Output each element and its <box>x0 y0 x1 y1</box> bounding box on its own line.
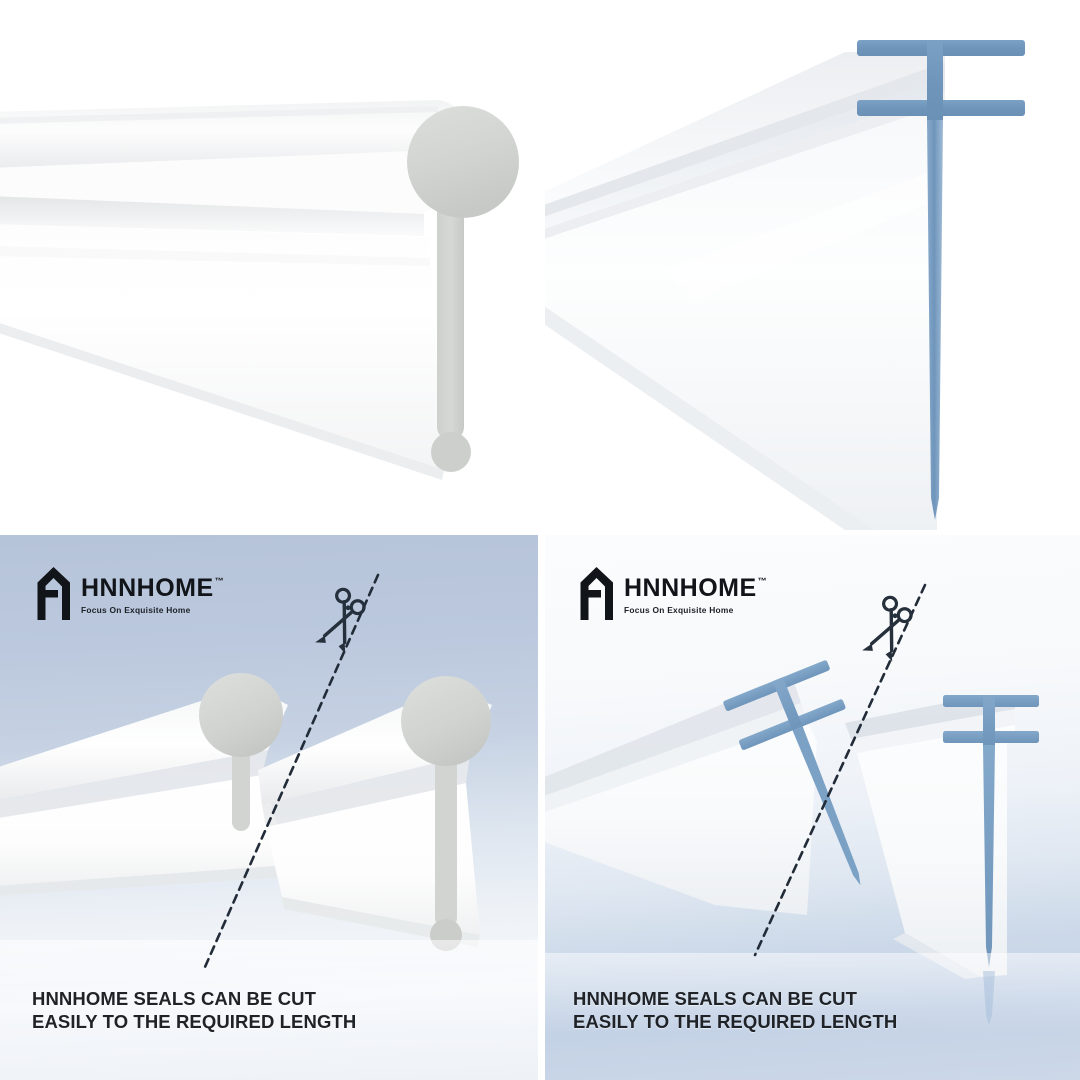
left-fin-profile <box>723 660 861 886</box>
bulb-seal-illustration <box>0 100 519 480</box>
seal-upper-strip <box>545 52 945 205</box>
fin-piece-right <box>845 695 1039 979</box>
house-arch-logo-icon <box>580 567 613 620</box>
caption-bottom-right: HNNHOME SEALS CAN BE CUT EASILY TO THE R… <box>573 988 898 1032</box>
panel-top-right-fin-seal <box>545 0 1080 530</box>
right-piece-stem <box>435 717 457 929</box>
right-piece-blade <box>266 783 480 935</box>
seal-bulb-small <box>431 432 471 472</box>
right-fin-strip-lower <box>851 709 1015 753</box>
brand-tagline: Focus On Exquisite Home <box>81 605 191 615</box>
seal-blade-highlight <box>0 246 430 266</box>
seal-vertical-blade <box>927 120 943 520</box>
brand-wordmark: HNNHOME <box>624 574 757 602</box>
scissors-icon <box>315 587 366 654</box>
scissors-icon <box>862 595 913 662</box>
seal-bulb-large <box>407 106 519 218</box>
caption-bottom-left: HNNHOME SEALS CAN BE CUT EASILY TO THE R… <box>32 988 357 1032</box>
fin-seal-illustration <box>545 40 1025 530</box>
seal-body-shade <box>545 306 875 530</box>
seal-piece-right <box>258 676 492 951</box>
seal-tube-front <box>0 150 454 215</box>
house-arch-logo-icon <box>37 567 70 620</box>
trademark-symbol: ™ <box>214 576 224 586</box>
panel-bottom-right-cut-demo: HNNHOME ™ Focus On Exquisite Home <box>545 535 1080 1080</box>
seal-upper-strip-shade <box>545 62 945 217</box>
floor-reflection <box>545 953 1080 1033</box>
fin-seal-cut-illustration <box>545 583 1080 1033</box>
seal-piece-left <box>0 673 290 896</box>
left-fin-blade <box>792 726 861 886</box>
trademark-symbol: ™ <box>757 576 767 586</box>
brand-tagline: Focus On Exquisite Home <box>624 605 734 615</box>
seal-tube-ridge <box>0 106 438 124</box>
left-fin-strip-lower <box>545 703 807 813</box>
right-fin-body <box>857 725 1015 977</box>
right-piece-groove <box>262 755 470 827</box>
left-piece-groove <box>0 750 268 818</box>
right-piece-bulb-large <box>401 676 491 766</box>
seal-second-strip <box>545 78 945 229</box>
cut-line-dashed <box>753 583 927 957</box>
left-piece-edge <box>0 865 290 896</box>
fin-piece-left <box>545 660 861 915</box>
seal-stem-crosssection <box>437 160 464 440</box>
left-piece-blade <box>0 775 290 886</box>
panel-bottom-left-cut-demo: HNNHOME ™ Focus On Exquisite Home <box>0 535 538 1080</box>
seal-groove <box>0 196 424 236</box>
blade-reflection <box>983 971 995 1025</box>
seal-second-strip-light <box>545 92 945 239</box>
brand-logo: HNNHOME ™ Focus On Exquisite Home <box>577 562 767 622</box>
seal-blade-face <box>0 224 444 470</box>
left-fin-strip-upper <box>545 685 801 796</box>
left-fin-spine <box>772 677 803 731</box>
seal-blade-edge <box>0 323 444 480</box>
right-fin-spine <box>983 695 995 745</box>
panel-top-left-bulb-seal <box>0 0 540 530</box>
cut-line-dashed <box>203 573 380 969</box>
floor-reflection <box>0 940 538 1030</box>
left-fin-body <box>545 721 817 915</box>
brand-wordmark: HNNHOME <box>81 574 214 602</box>
left-piece-bulb <box>199 673 283 757</box>
seal-fin-spine <box>927 40 943 126</box>
brand-logo: HNNHOME ™ Focus On Exquisite Home <box>34 562 224 622</box>
right-fin-blade <box>983 745 995 967</box>
seal-body-highlight <box>665 170 937 300</box>
bulb-seal-cut-illustration <box>0 573 538 1030</box>
